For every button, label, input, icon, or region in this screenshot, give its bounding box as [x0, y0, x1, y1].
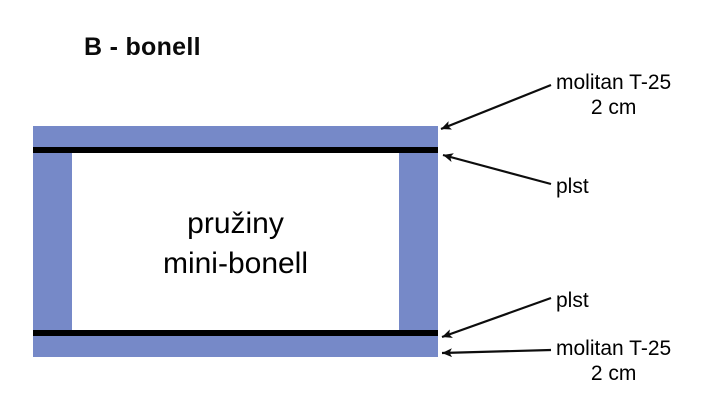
- callout-molitan-top-line1: molitan T-25: [556, 71, 672, 94]
- callout-molitan-bottom: molitan T-25 2 cm: [556, 336, 671, 386]
- page-title: B - bonell: [84, 33, 201, 61]
- foam-layer-left: [33, 153, 72, 330]
- spring-core-label: pružiny mini-bonell: [72, 204, 399, 284]
- leader-line-plst-top: [442, 153, 552, 186]
- leader-line-molitan-bottom: [441, 348, 552, 358]
- callout-plst-bottom: plst: [556, 288, 589, 313]
- spring-core-label-line1: pružiny: [187, 207, 284, 240]
- foam-layer-top: [33, 126, 438, 147]
- callout-plst-top-line1: plst: [556, 175, 589, 198]
- callout-plst-top: plst: [556, 174, 589, 199]
- callout-plst-bottom-line1: plst: [556, 289, 589, 312]
- callout-molitan-bottom-line1: molitan T-25: [556, 337, 672, 360]
- callout-molitan-bottom-line2: 2 cm: [590, 362, 637, 385]
- foam-layer-bottom: [33, 336, 438, 357]
- callout-molitan-top: molitan T-25 2 cm: [556, 70, 671, 120]
- felt-layer-bottom: [33, 330, 438, 336]
- felt-layer-top: [33, 147, 438, 153]
- leader-line-plst-bottom: [441, 296, 552, 339]
- foam-layer-right: [399, 153, 438, 330]
- callout-molitan-top-line2: 2 cm: [590, 96, 637, 119]
- leader-line-molitan-top: [440, 83, 552, 131]
- spring-core-area: [72, 153, 399, 330]
- spring-core-label-line2: mini-bonell: [162, 247, 309, 280]
- mattress-cross-section: pružiny mini-bonell: [33, 126, 438, 357]
